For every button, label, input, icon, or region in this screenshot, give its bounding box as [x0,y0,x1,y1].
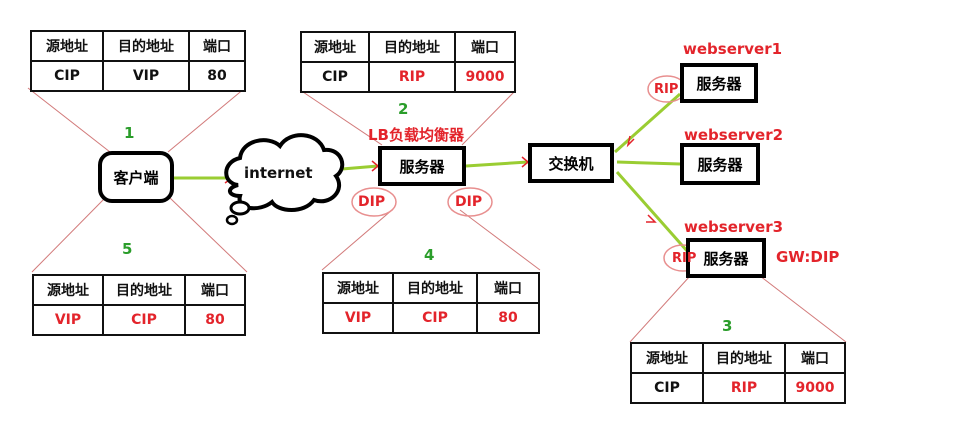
header-port: 端口 [454,31,516,63]
header-source: 源地址 [30,30,104,62]
switch-label: 交换机 [548,154,594,173]
internet-cloud-shape [224,133,345,226]
header-source: 源地址 [630,342,704,374]
gateway-label: GW:DIP [776,248,840,266]
cell-source: VIP [32,304,104,336]
rip-ws3-marker: RIP [672,251,697,266]
webserver2-title: webserver2 [684,126,784,144]
webserver2-label: 服务器 [697,155,743,174]
step-2-number: 2 [398,100,409,118]
header-port: 端口 [184,274,246,306]
webserver3-title: webserver3 [684,218,784,236]
cell-source: VIP [322,302,394,334]
cell-destination: RIP [702,372,786,404]
step-5-number: 5 [122,240,133,258]
cell-destination: VIP [102,60,190,92]
packet-table-4: 源地址 目的地址 端口 VIP CIP 80 [322,272,540,334]
dip-right-marker: DIP [455,194,483,210]
cell-destination: RIP [368,61,456,93]
header-port: 端口 [188,30,246,62]
header-port: 端口 [784,342,846,374]
internet-label: internet [244,164,313,182]
dip-left-marker: DIP [358,194,386,210]
ip-ellipses [351,75,703,272]
step-4-number: 4 [424,246,435,264]
header-source: 源地址 [300,31,370,63]
packet-table-2: 源地址 目的地址 端口 CIP RIP 9000 [300,31,516,93]
webserver1-title: webserver1 [683,40,783,58]
cell-source: CIP [300,61,370,93]
packet-table-1: 源地址 目的地址 端口 CIP VIP 80 [30,30,246,92]
webserver3-label: 服务器 [703,249,749,268]
lb-server-label: 服务器 [399,157,445,176]
cell-destination: CIP [102,304,186,336]
cell-destination: CIP [392,302,478,334]
webserver2-node: 服务器 [680,143,760,185]
header-port: 端口 [476,272,540,304]
cell-port: 80 [188,60,246,92]
webserver1-label: 服务器 [696,74,742,93]
cell-port: 9000 [784,372,846,404]
lb-server-node: 服务器 [378,146,466,186]
packet-table-3: 源地址 目的地址 端口 CIP RIP 9000 [630,342,846,404]
step-3-number: 3 [722,317,733,335]
cell-port: 80 [184,304,246,336]
cell-source: CIP [30,60,104,92]
header-destination: 目的地址 [368,31,456,63]
header-source: 源地址 [32,274,104,306]
lb-title: LB负载均衡器 [368,126,464,144]
rip-ws1-marker: RIP [654,82,679,97]
header-destination: 目的地址 [392,272,478,304]
header-destination: 目的地址 [102,274,186,306]
header-destination: 目的地址 [702,342,786,374]
webserver3-node: 服务器 [686,238,766,278]
cell-port: 80 [476,302,540,334]
packet-table-5: 源地址 目的地址 端口 VIP CIP 80 [32,274,246,336]
callout-lines [27,87,847,343]
step-1-number: 1 [124,124,135,142]
cell-source: CIP [630,372,704,404]
header-source: 源地址 [322,272,394,304]
switch-node: 交换机 [528,143,614,183]
cell-port: 9000 [454,61,516,93]
client-label: 客户端 [113,168,159,187]
client-node: 客户端 [98,151,174,203]
webserver1-node: 服务器 [680,63,758,103]
header-destination: 目的地址 [102,30,190,62]
